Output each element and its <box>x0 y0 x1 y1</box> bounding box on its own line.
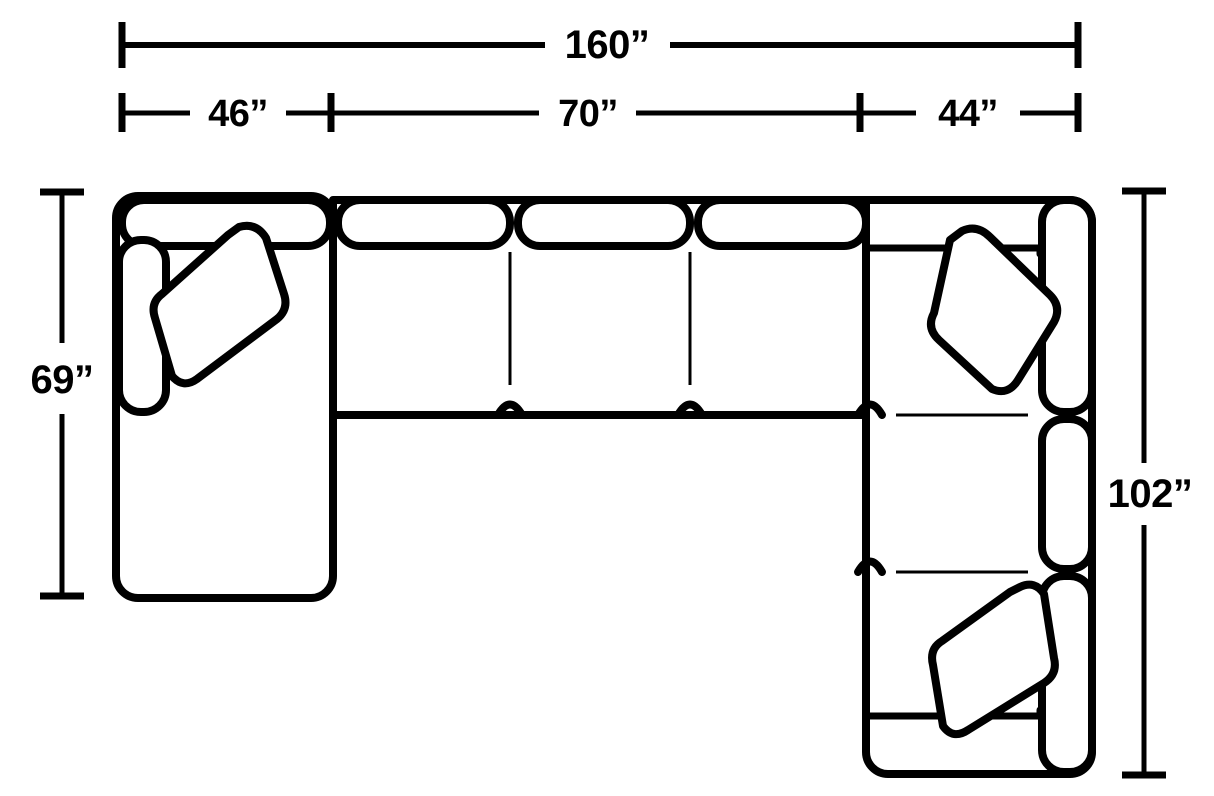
dimension-overall-width: 160” <box>118 22 1082 68</box>
seat-notch-4 <box>854 557 886 576</box>
dimension-segments-row: 46” 70” 44” <box>118 93 1082 135</box>
right-bottom-back-bar <box>866 706 1044 720</box>
dimension-label-segment-right: 44” <box>938 93 998 135</box>
seat-notch-3 <box>854 400 886 419</box>
pillow-shape-right-bottom <box>928 580 1059 739</box>
back-cushion-2 <box>514 196 694 250</box>
pillow-shape-left <box>149 221 290 388</box>
dimension-label-segment-left: 46” <box>208 93 268 135</box>
pillow-right-corner <box>926 224 1062 396</box>
dimension-label-left-depth: 69” <box>31 358 94 402</box>
right-armrest-middle <box>1038 415 1096 573</box>
dimension-label-right-depth: 102” <box>1108 472 1193 516</box>
pillow-shape-right-corner <box>926 224 1062 396</box>
dimension-label-overall-width: 160” <box>565 23 650 67</box>
dimension-right-depth: 102” <box>1108 187 1193 779</box>
seat-divider-lines <box>508 252 1028 574</box>
right-corner-back-bar <box>866 244 1044 258</box>
back-cushion-3 <box>694 196 870 250</box>
pillow-left-chaise <box>149 221 290 388</box>
dimension-label-segment-middle: 70” <box>558 93 618 135</box>
seat-notch-2 <box>674 400 706 419</box>
dimension-left-depth: 69” <box>31 188 94 600</box>
seat-notch-1 <box>494 400 526 419</box>
pillow-right-bottom <box>928 580 1059 739</box>
back-cushion-1 <box>334 196 514 250</box>
